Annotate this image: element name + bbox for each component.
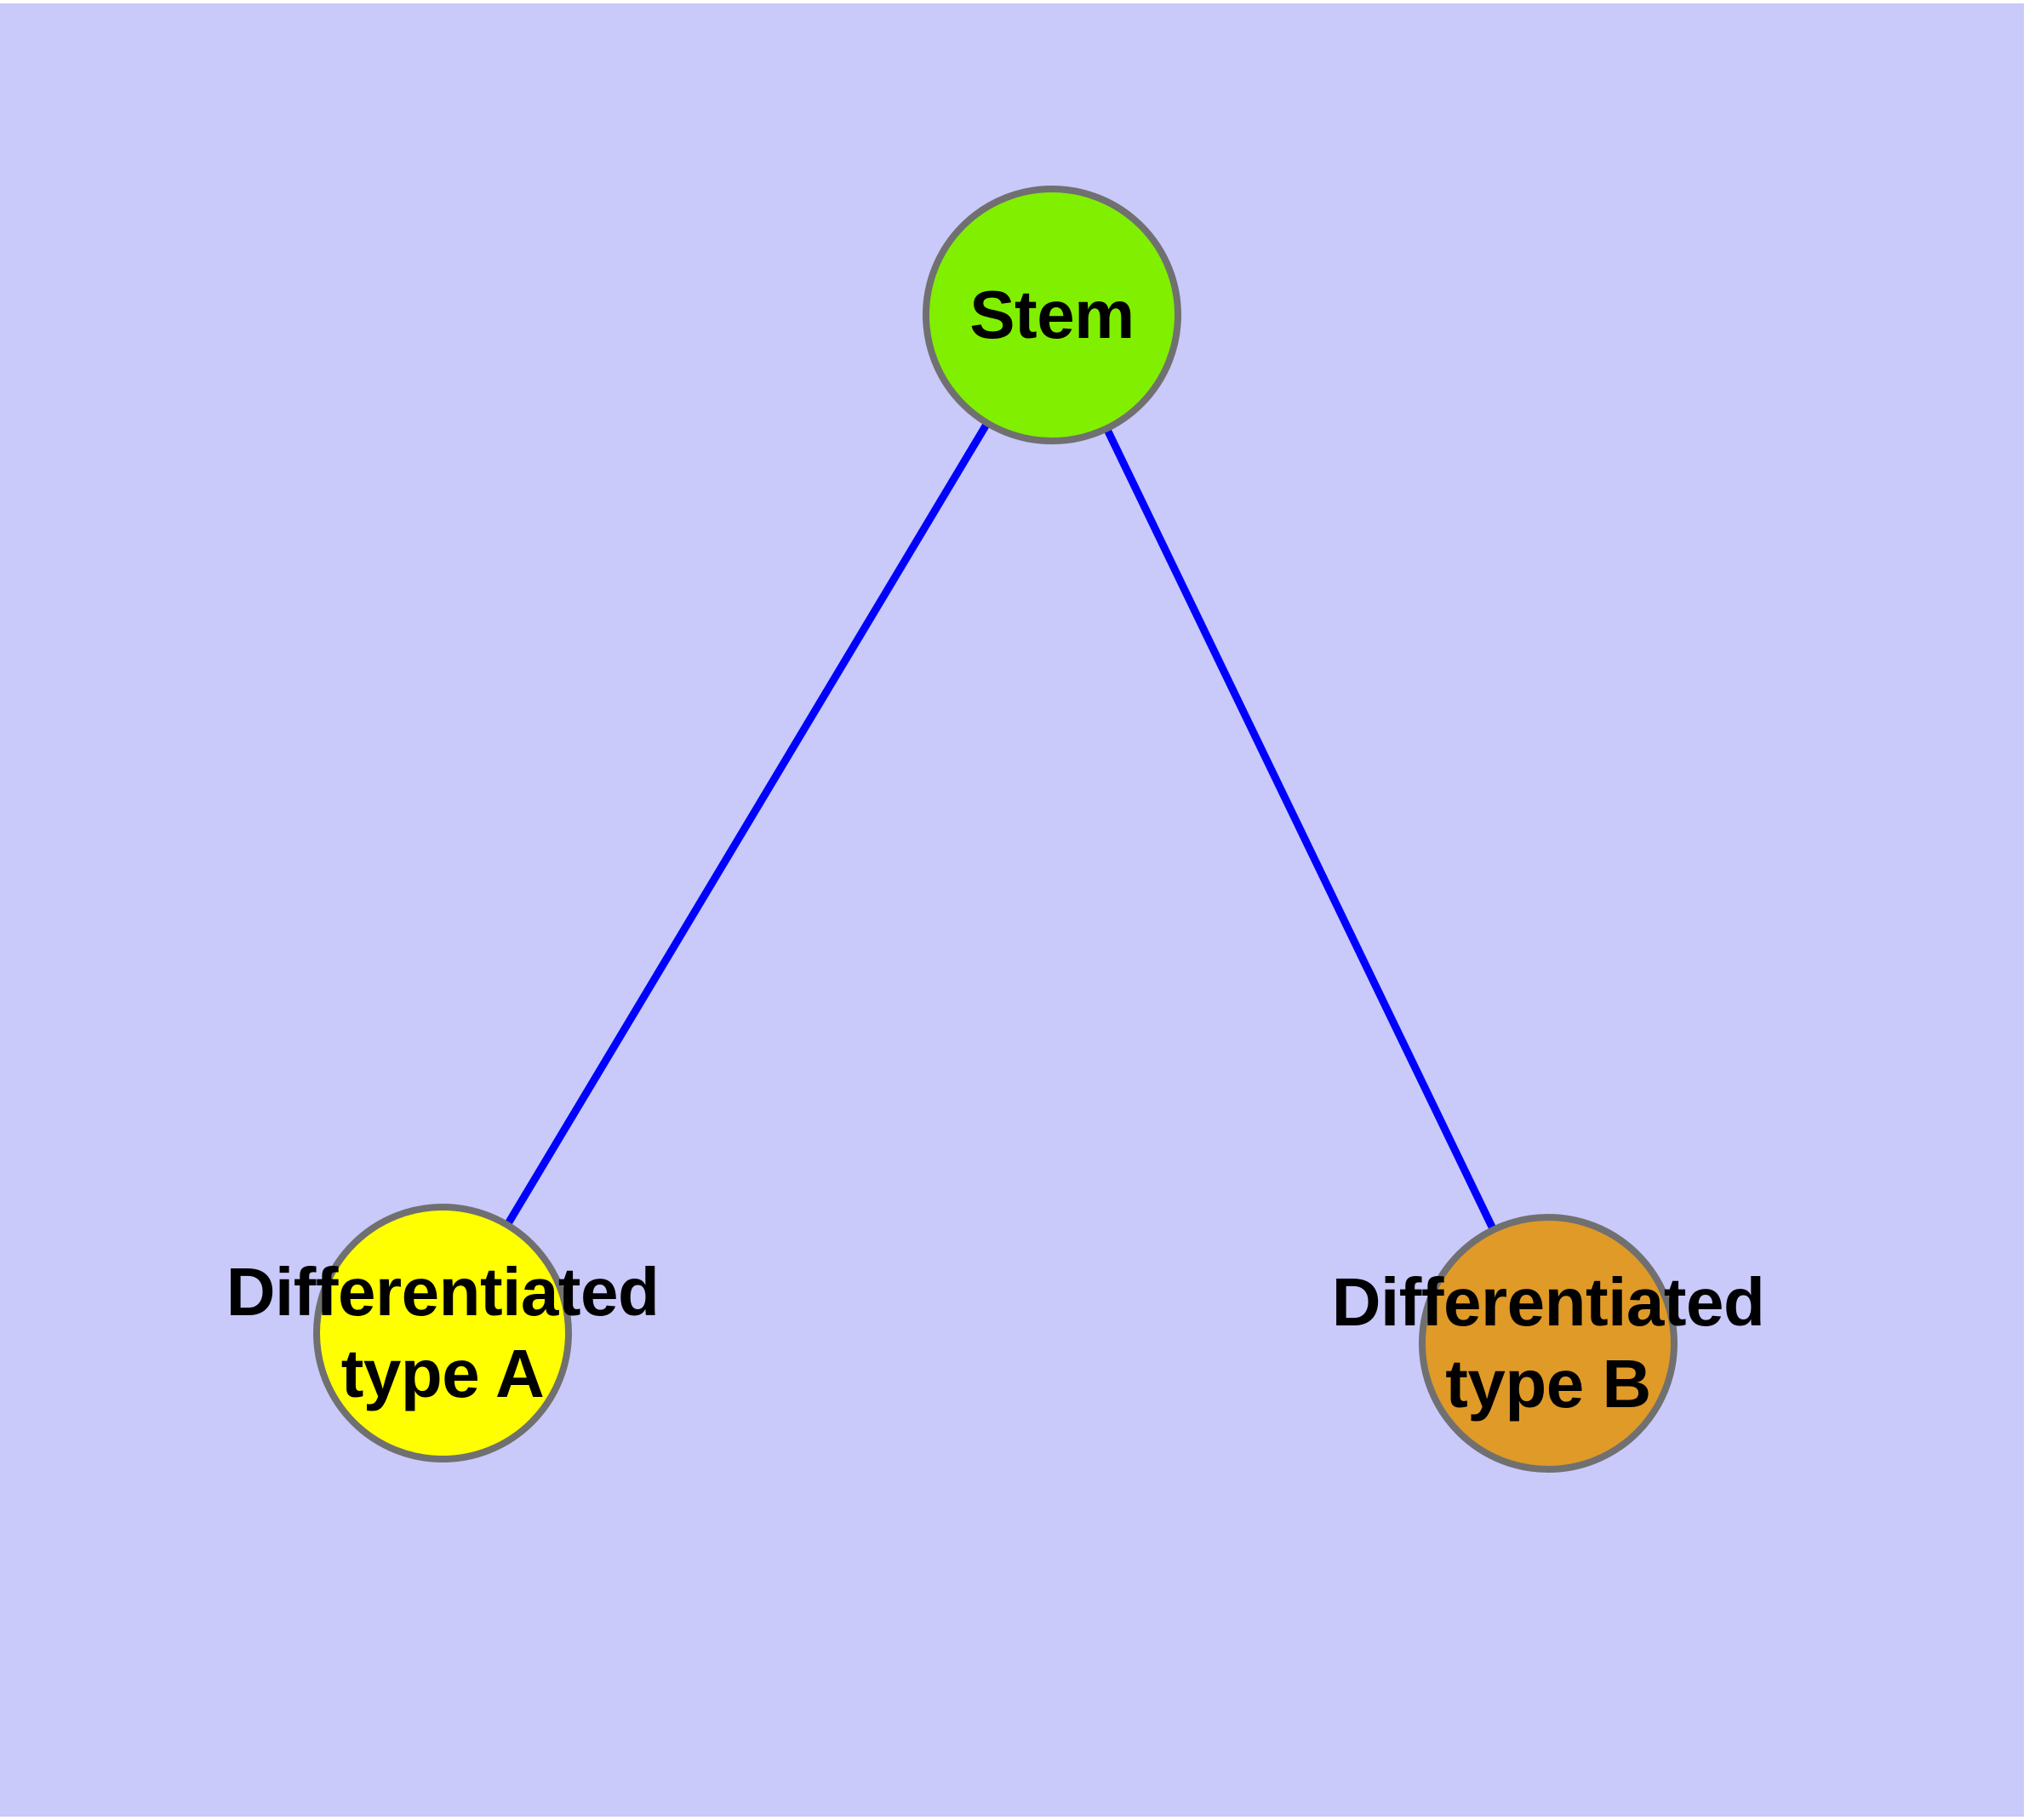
graph-edge bbox=[439, 312, 1055, 1336]
graph-node-diff_b[interactable] bbox=[1419, 1214, 1677, 1473]
graph-node-stem[interactable] bbox=[923, 186, 1181, 444]
graph-edge bbox=[1048, 313, 1552, 1345]
edges-layer bbox=[439, 312, 1552, 1345]
graph-node-diff_a[interactable] bbox=[313, 1204, 572, 1462]
nodes-layer bbox=[313, 186, 1677, 1473]
